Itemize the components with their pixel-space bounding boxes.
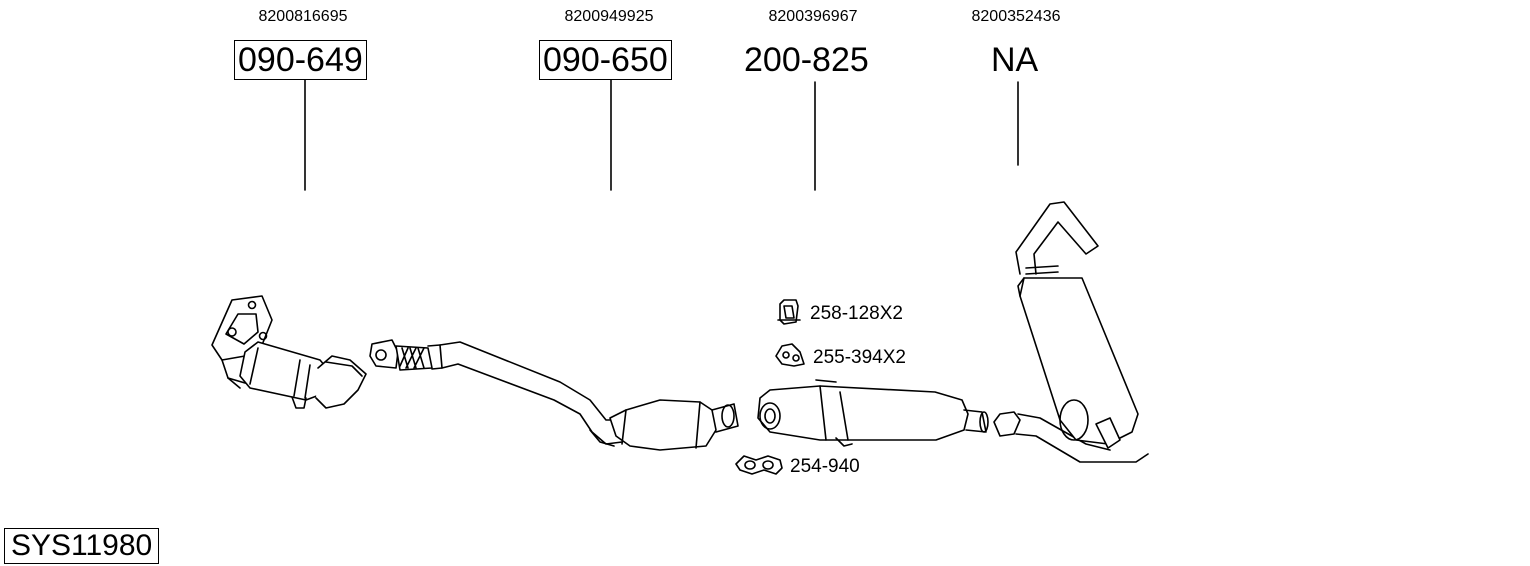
oem-number-part-3: 8200396967 bbox=[768, 8, 858, 25]
accessory-label-clamp[interactable]: 254-940 bbox=[790, 456, 860, 477]
part-reference-1[interactable]: 090-649 bbox=[234, 40, 367, 80]
accessory-label-ring[interactable]: 255-394X2 bbox=[813, 347, 906, 368]
mounting-ring-icon bbox=[776, 344, 804, 366]
part-reference-3[interactable]: 200-825 bbox=[744, 41, 869, 79]
accessory-label-hanger[interactable]: 258-128X2 bbox=[810, 303, 903, 324]
system-code-badge: SYS11980 bbox=[4, 528, 160, 564]
manifold-catalyst-part bbox=[212, 296, 366, 408]
oem-number-part-1: 8200816695 bbox=[258, 8, 348, 25]
center-silencer-part bbox=[758, 380, 988, 446]
part-reference-2[interactable]: 090-650 bbox=[539, 40, 672, 80]
part-reference-4[interactable]: NA bbox=[991, 41, 1039, 79]
clamp-icon bbox=[736, 456, 782, 474]
oem-number-part-4: 8200352436 bbox=[971, 8, 1061, 25]
oem-number-part-2: 8200949925 bbox=[564, 8, 654, 25]
rear-silencer-part bbox=[994, 202, 1148, 462]
front-pipe-catalyst-part bbox=[370, 340, 738, 450]
rubber-hanger-icon bbox=[778, 300, 800, 324]
